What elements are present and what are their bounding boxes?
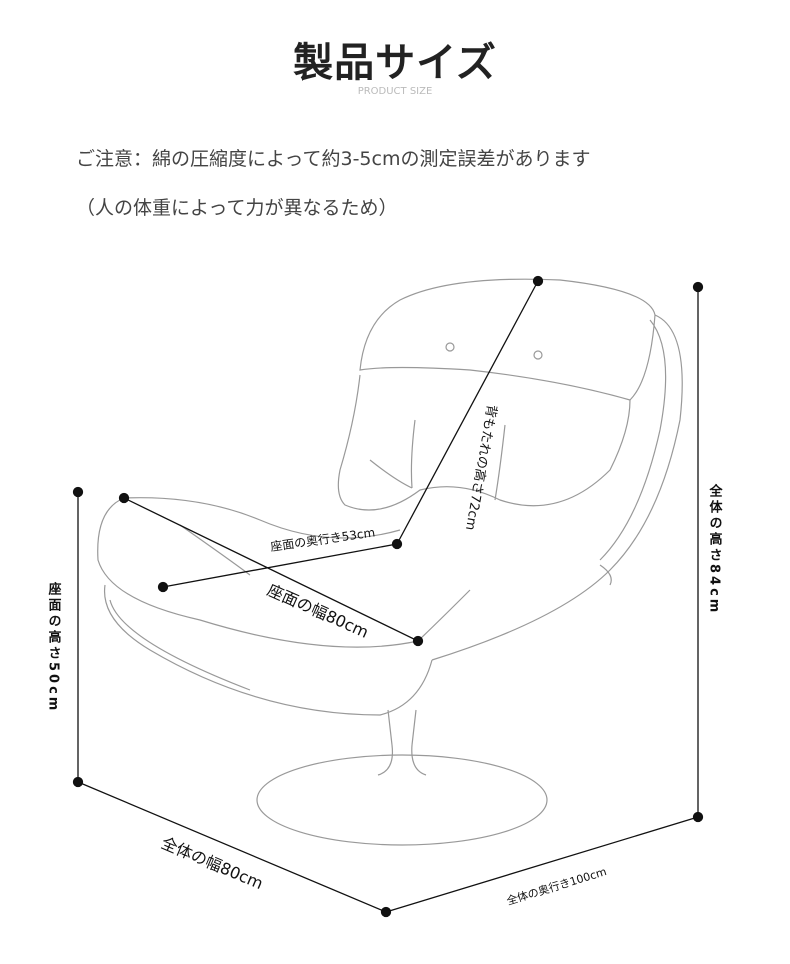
dimension-point (72, 486, 84, 498)
overall-height-label: 全体の高さ84cm (707, 483, 724, 615)
dimension-point (118, 492, 130, 504)
dimension-point (72, 776, 84, 788)
chair-drawing (97, 278, 683, 846)
backrest-height-label: 背もたれの高さ72cm (462, 403, 500, 531)
page-title: 製品サイズ (293, 40, 497, 86)
measurement-note: ご注意：綿の圧縮度によって約3-5cmの測定誤差があります (76, 148, 591, 170)
dimension-point (380, 906, 392, 918)
dimension-point (157, 581, 169, 593)
dimension-point (391, 538, 403, 550)
page-subtitle: PRODUCT SIZE (357, 86, 433, 97)
seat-height-label: 座面の高さ50cm (46, 581, 63, 713)
dimension-point (412, 635, 424, 647)
measurement-note-reason: （人の体重によって力が異なるため） (76, 197, 398, 219)
dimension-point (692, 281, 704, 293)
dimension-point (692, 811, 704, 823)
dimension-lines (72, 275, 704, 918)
overall-width-label: 全体の幅80cm (158, 833, 266, 893)
dimension-point (532, 275, 544, 287)
